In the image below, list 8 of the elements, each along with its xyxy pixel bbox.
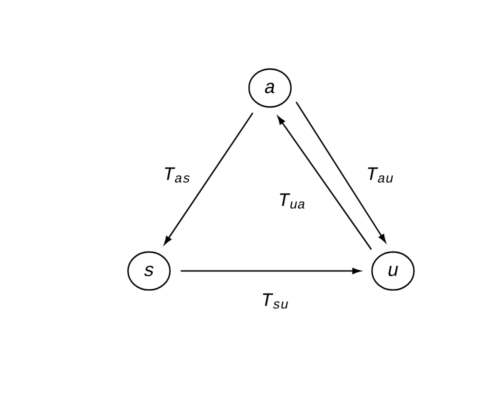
arrow — [278, 116, 372, 250]
arrow — [296, 102, 386, 242]
edge-label: T$_{su}$ — [260, 292, 290, 310]
edge-label: T$_{ua}$ — [277, 192, 307, 210]
arrow — [164, 112, 254, 244]
edge-label: T$_{au}$ — [365, 166, 395, 184]
arrow — [180, 268, 361, 274]
edge-label: T$_{as}$ — [162, 166, 192, 184]
